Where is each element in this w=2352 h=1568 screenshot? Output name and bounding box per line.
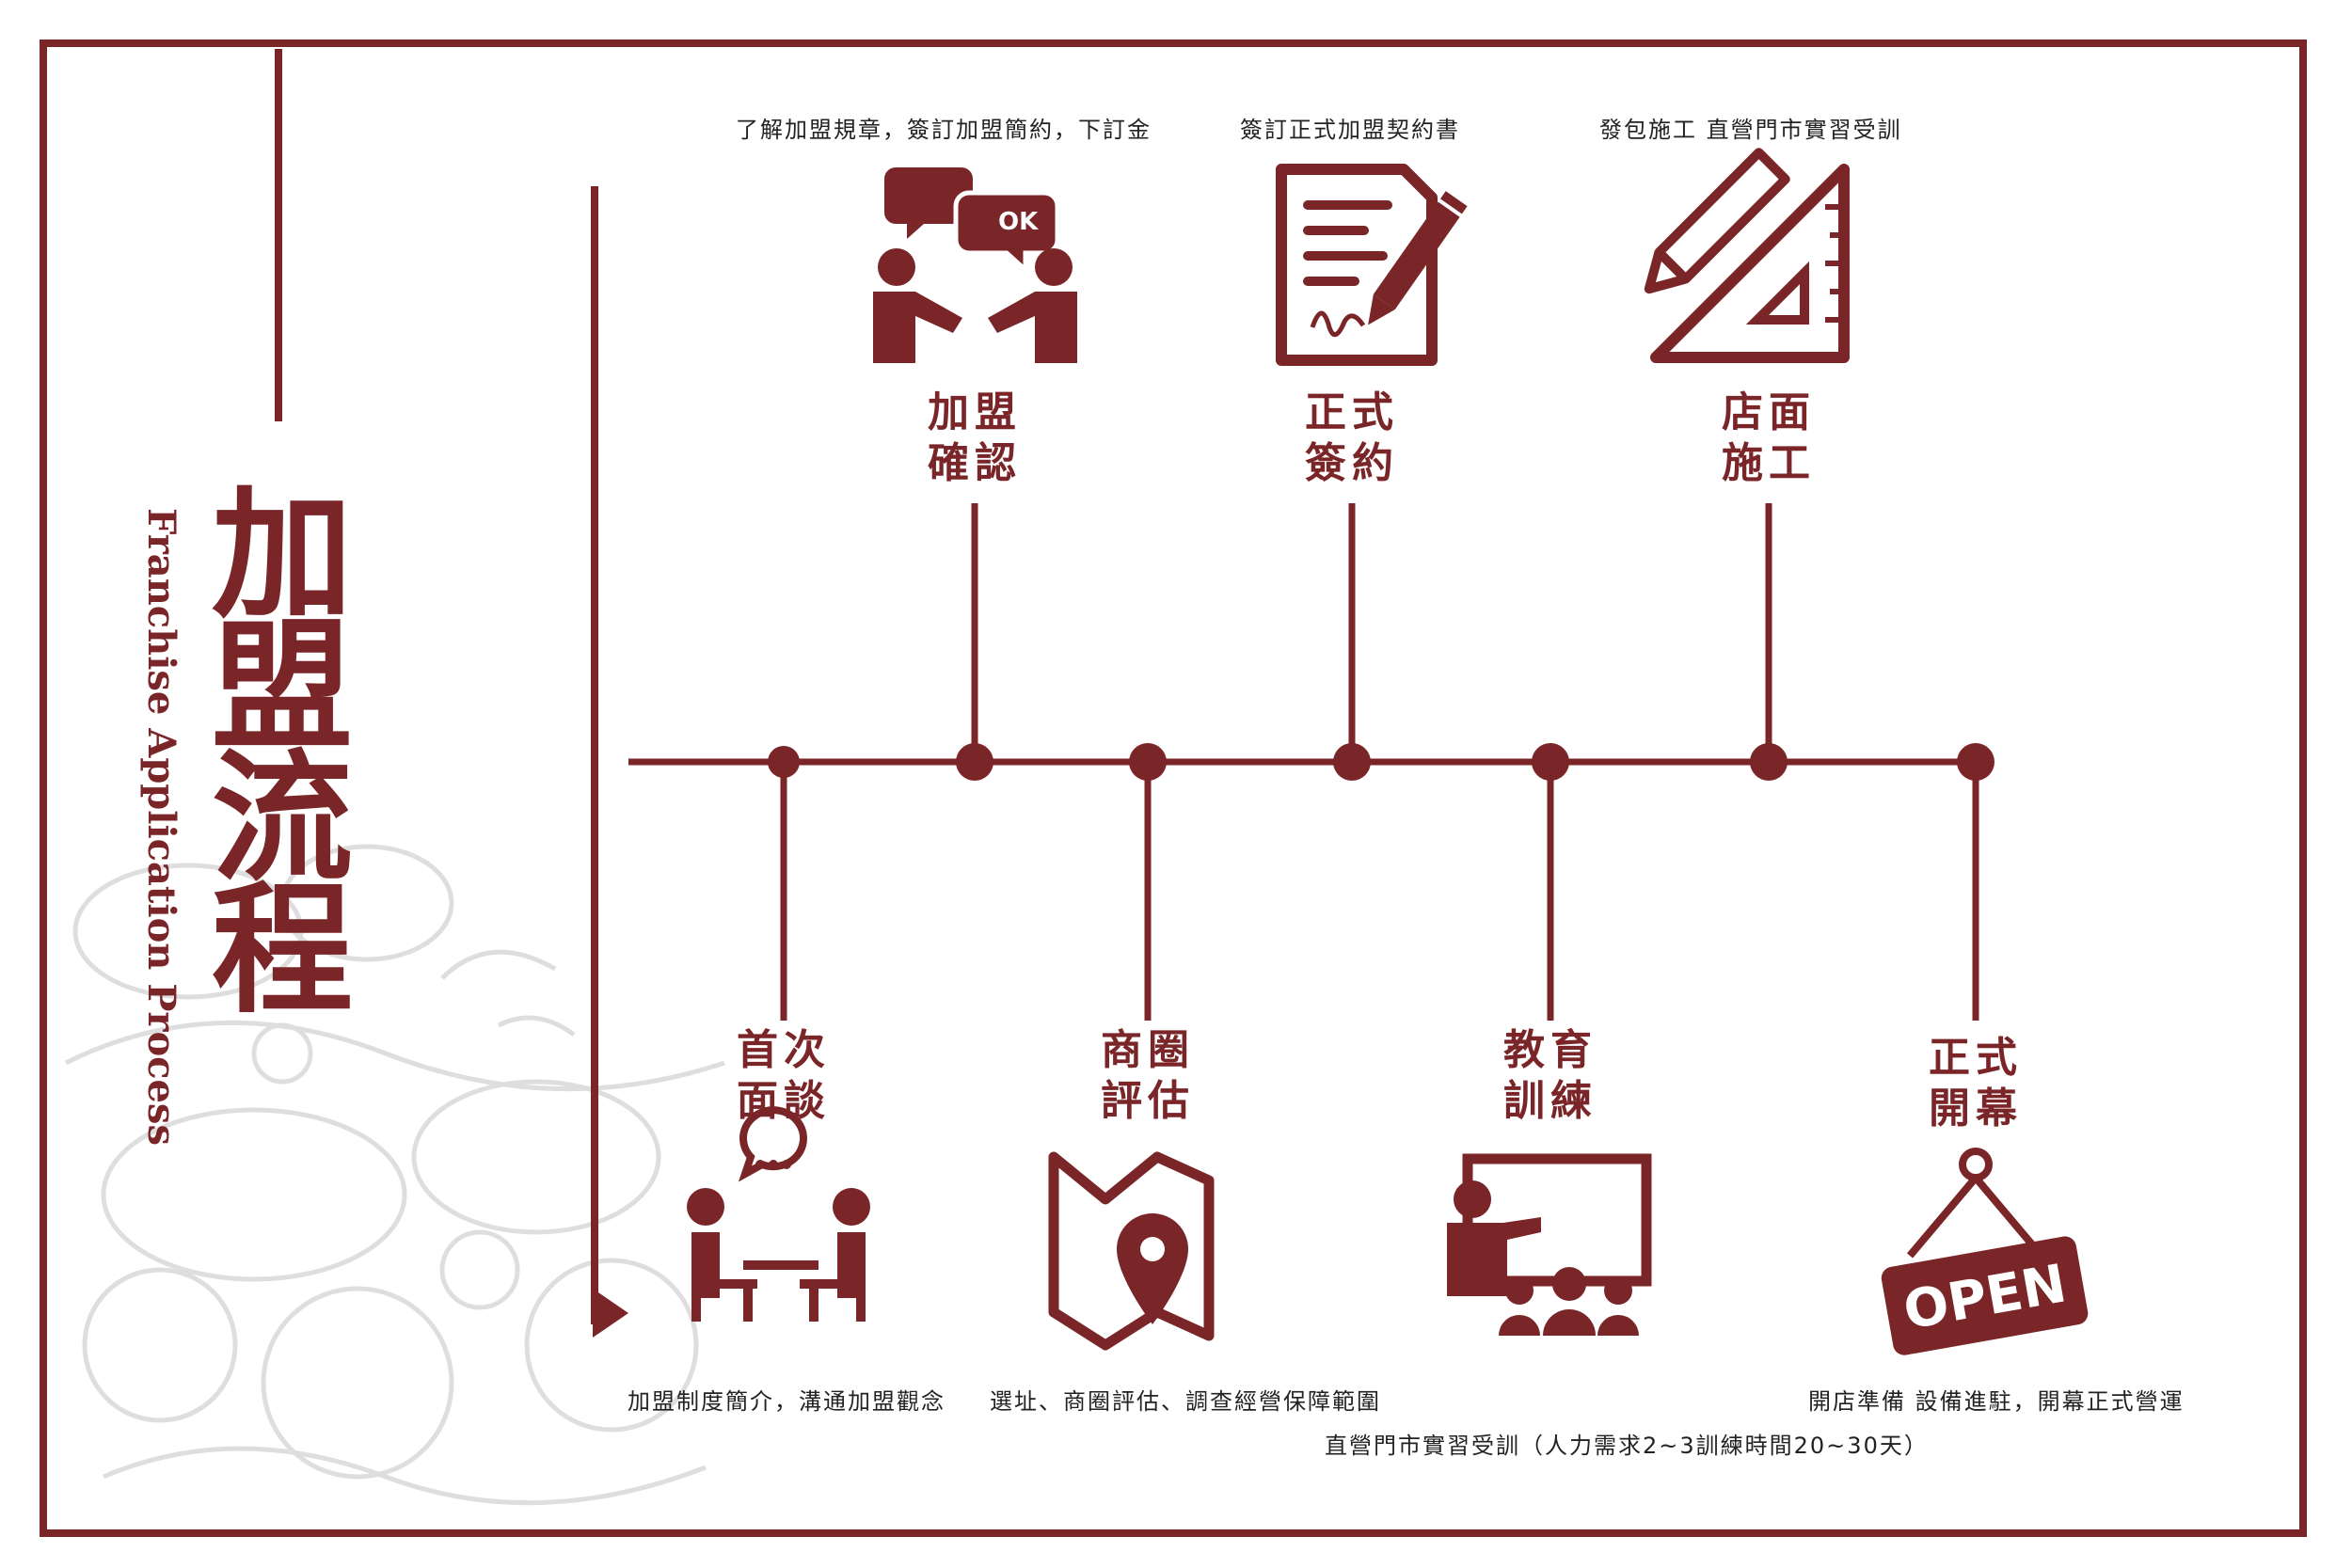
open-sign-icon: OPEN [1881,1148,2089,1355]
food-doodle-background [64,844,725,1506]
timeline-node-5 [1532,743,1569,781]
divider-arrow [593,1289,628,1338]
page-subtitle-en: Franchise Application Process [139,508,183,1146]
handshake-chat-icon: OK [873,167,1077,363]
step-label-franchise-confirm: 加盟 確認 [928,388,1022,487]
divider-line [591,186,598,1324]
title-accent-bar [275,49,282,421]
svg-text:OK: OK [998,208,1039,236]
step-label-store-construction: 店面 施工 [1722,388,1816,487]
desc-formal-contract: 簽訂正式加盟契約書 [1240,117,1460,143]
desc-first-interview: 加盟制度簡介，溝通加盟觀念 [628,1388,946,1415]
desc-franchise-confirm: 了解加盟規章，簽訂加盟簡約，下訂金 [736,117,1152,143]
contract-pen-icon [1276,164,1468,366]
step-label-training: 教育 訓練 [1503,1026,1597,1125]
timeline-node-4 [1333,743,1371,781]
desc-training: 直營門市實習受訓（人力需求2~3訓練時間20~30天） [1325,1433,1929,1459]
step-label-formal-contract: 正式 簽約 [1305,388,1399,487]
desc-area-evaluation: 選址、商圈評估、調查經營保障範圍 [990,1388,1381,1415]
page-title-text: 加盟流程 [211,472,353,1033]
desc-grand-opening: 開店準備 設備進駐，開幕正式營運 [1808,1388,2185,1415]
desc-store-construction: 發包施工 直營門市實習受訓 [1599,117,1902,143]
step-label-grand-opening: 正式 開幕 [1929,1034,2023,1132]
timeline-node-3 [1129,743,1167,781]
timeline-node-7 [1957,743,1994,781]
step-label-first-interview: 首次 面談 [737,1026,831,1125]
ruler-pencil-icon [1644,148,1850,363]
timeline-node-6 [1750,743,1788,781]
training-board-icon [1447,1153,1652,1336]
step-label-area-evaluation: 商圈 評估 [1101,1026,1195,1125]
meeting-icon [687,1106,870,1322]
timeline-node-1 [768,746,800,778]
page-frame [40,40,2307,1537]
timeline-node-2 [956,743,993,781]
map-pin-icon [1048,1151,1215,1351]
page-title: 加盟流程 [198,472,367,1033]
